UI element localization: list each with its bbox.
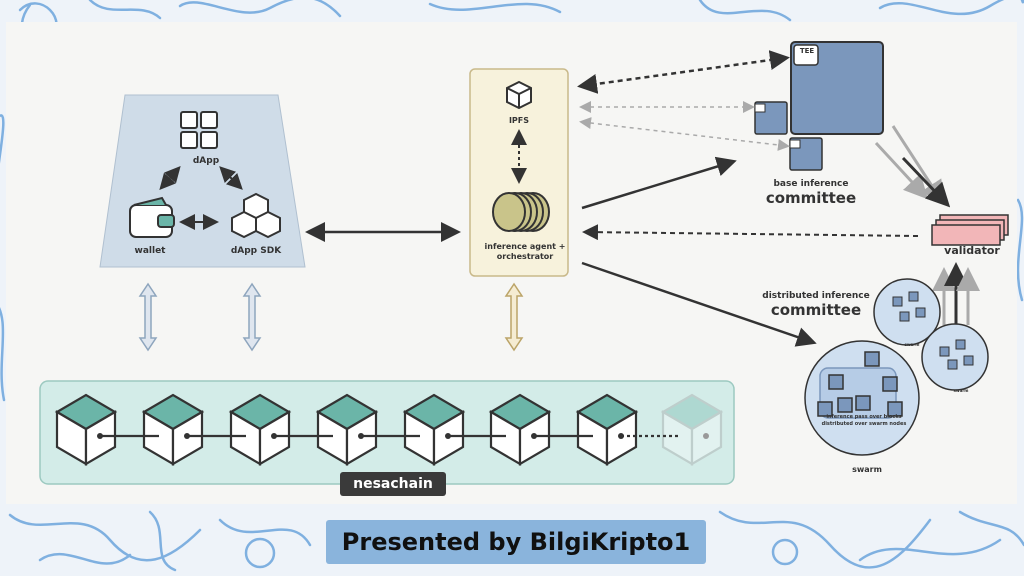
chain-block (141, 393, 205, 466)
chain-blocks (54, 393, 724, 466)
architecture-diagram (39, 41, 1009, 485)
validator-node (931, 214, 1009, 246)
ipfs-cube-icon (506, 80, 532, 110)
wallet-icon (129, 196, 175, 238)
swarm-note-label: inference pass over blocks distributed o… (821, 414, 907, 427)
agent-stack-icon (492, 192, 550, 232)
distributed-committee-label: committee (770, 301, 862, 319)
distributed-committee-label-small: distributed inference (762, 291, 870, 301)
dapp-label: dApp (192, 156, 220, 166)
agent-chain-arrow (504, 282, 524, 352)
dapp-sdk-label: dApp SDK (230, 246, 282, 256)
chain-block (488, 393, 552, 466)
presenter-banner: Presented by BilgiKripto1 (326, 520, 706, 564)
client-chain-arrows (138, 282, 262, 352)
swarm-small-node (873, 278, 941, 346)
chain-link-dot (703, 433, 709, 439)
swarm-small-node (921, 323, 989, 391)
agent-label: inference agent + orchestrator (484, 242, 566, 261)
base-committee-label: committee (765, 189, 857, 207)
dapp-grid-icon (180, 111, 218, 149)
swarm-main-node (804, 340, 920, 456)
wallet-label: wallet (134, 246, 166, 256)
chain-label: nesachain (340, 472, 446, 496)
chain-block (315, 393, 379, 466)
tee-label: TEE (799, 47, 815, 55)
chain-block (228, 393, 292, 466)
diagram-panel: dApp wallet dApp SDK IPFS inference agen… (6, 22, 1017, 504)
swarm-small-label: swarm (953, 388, 969, 393)
chain-block (402, 393, 466, 466)
validator-label: validator (944, 244, 1000, 257)
tee-badge (793, 44, 819, 66)
swarm-label: swarm (852, 465, 882, 474)
ipfs-label: IPFS (508, 116, 530, 125)
base-committee-label-small: base inference (773, 179, 849, 189)
swarm-small-label: swarm (904, 342, 920, 347)
sdk-cubes-icon (231, 192, 281, 239)
